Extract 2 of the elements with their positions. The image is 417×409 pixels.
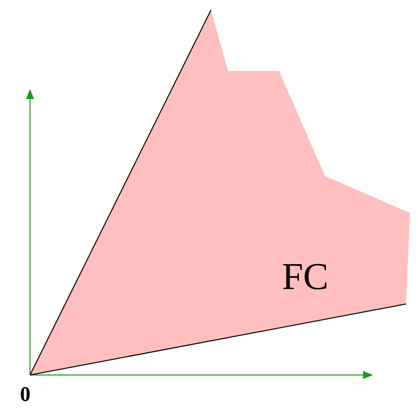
region-label: FC <box>282 258 328 296</box>
origin-label: 0 <box>20 384 30 405</box>
